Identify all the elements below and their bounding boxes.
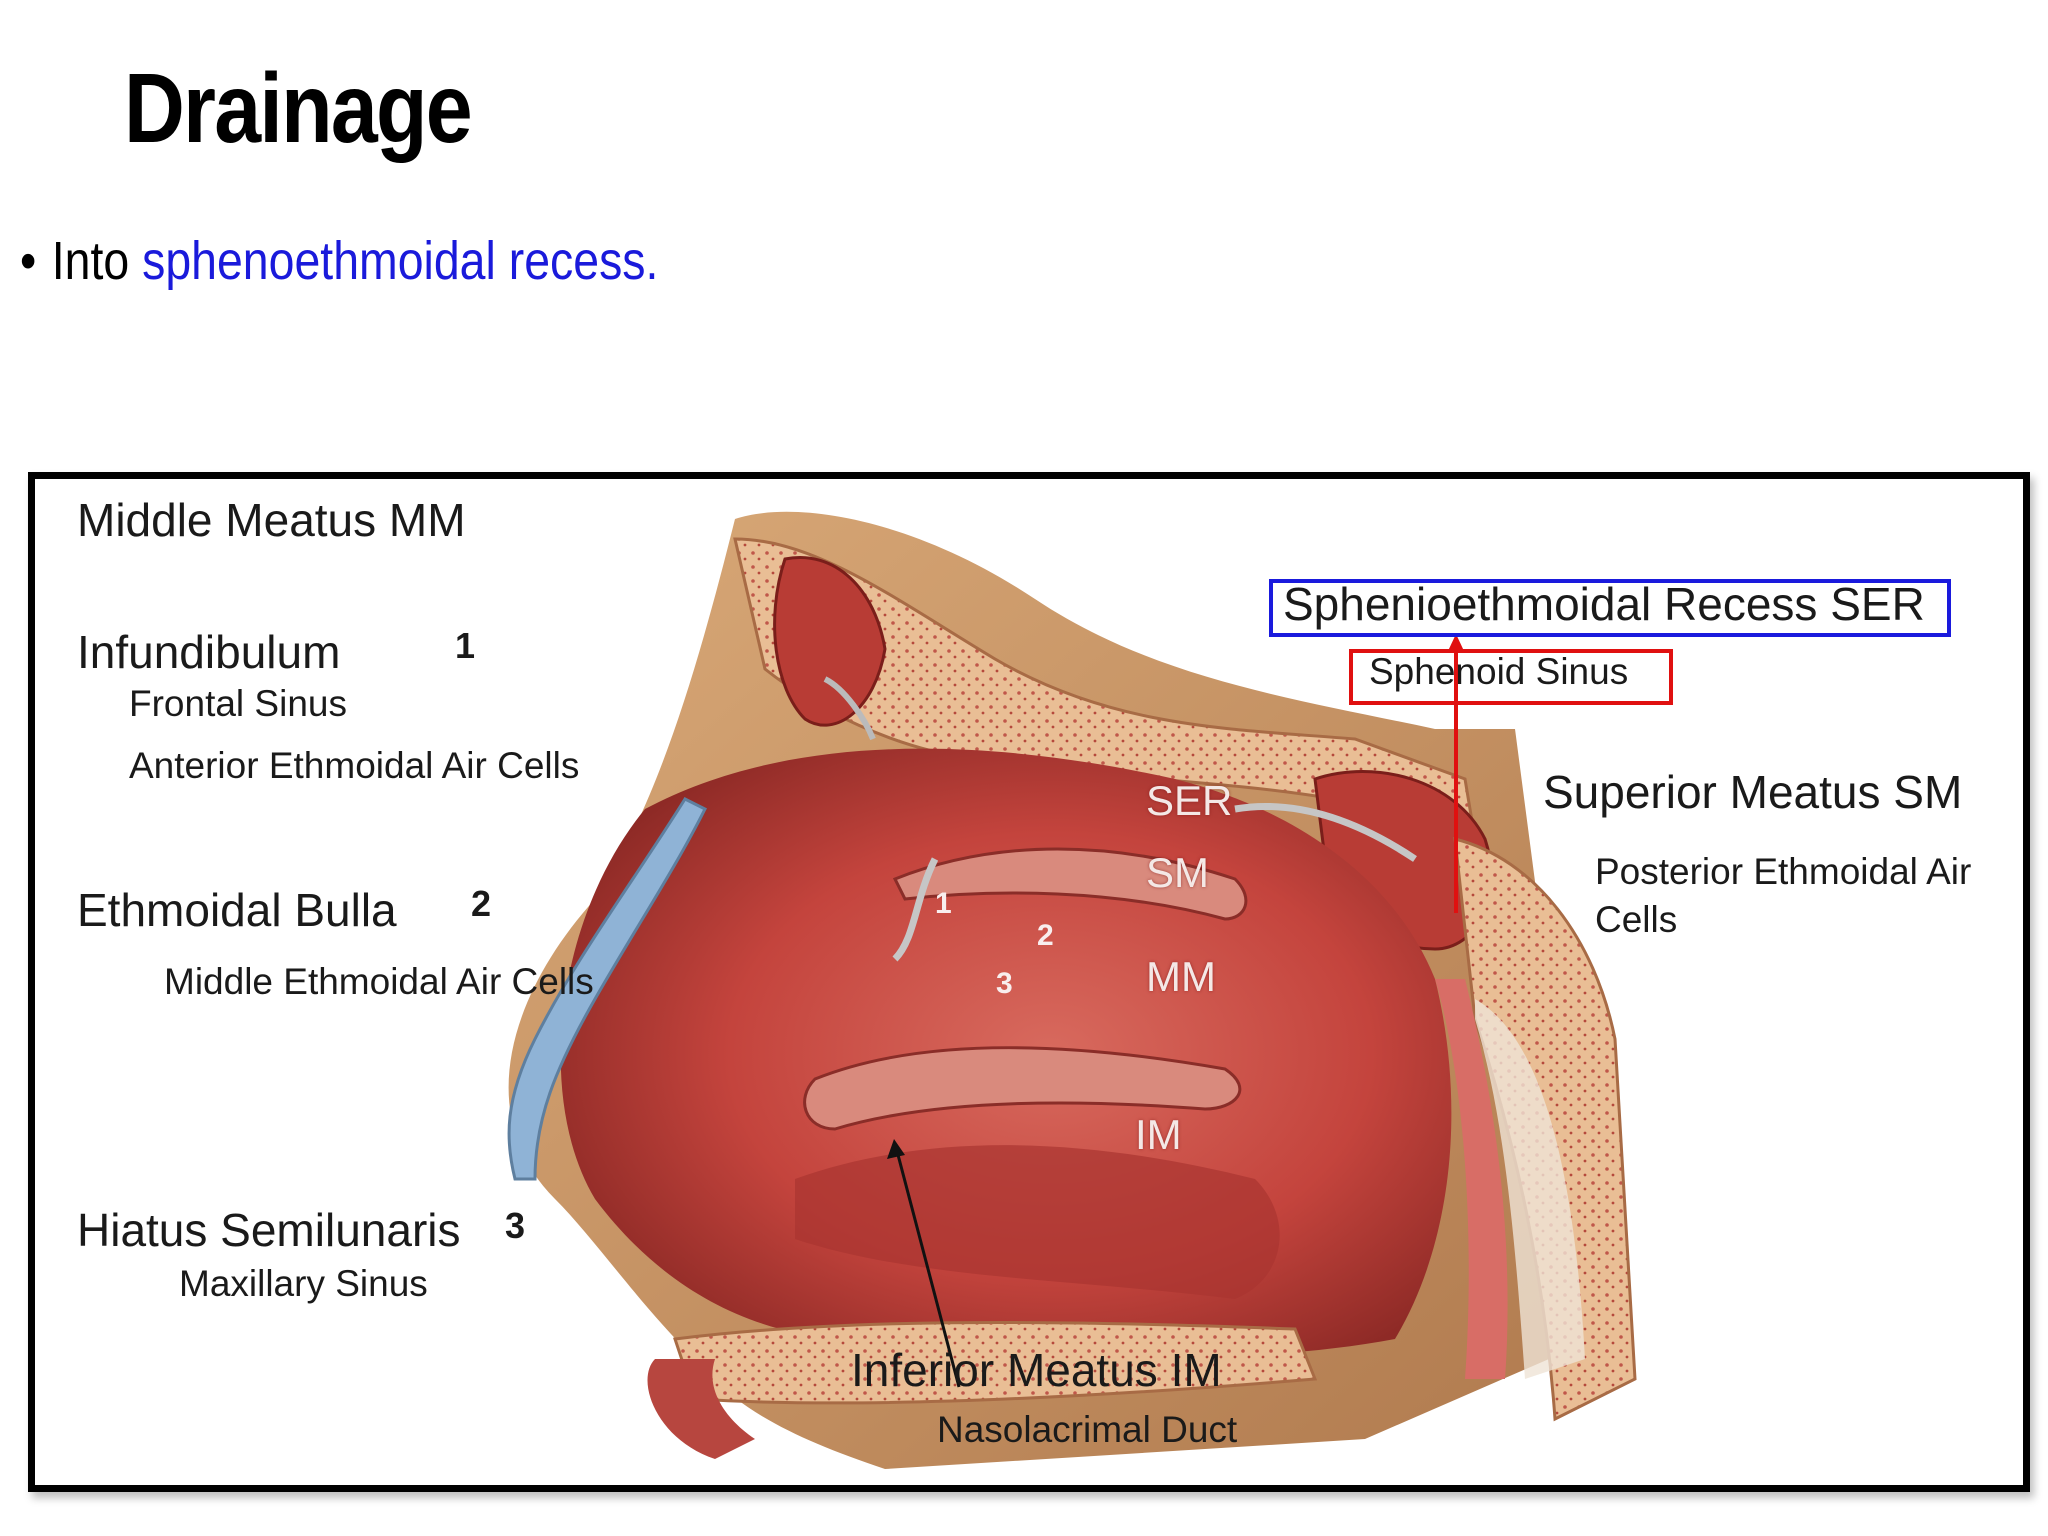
probe-ser — [1234, 803, 1417, 862]
label-posterior-ethmoidal-1: Posterior Ethmoidal Air — [1595, 851, 1972, 892]
middle-turbinate — [803, 1046, 1242, 1131]
nasal-cavity-illustration — [507, 511, 1637, 1470]
label-infundibulum: Infundibulum — [77, 626, 341, 678]
inner-label-sm: SM — [1146, 849, 1209, 896]
label-inferior-meatus: Inferior Meatus IM — [851, 1344, 1222, 1396]
inner-label-ser: SER — [1146, 777, 1233, 824]
label-ethmoidal-bulla: Ethmoidal Bulla — [77, 884, 397, 936]
label-frontal-sinus: Frontal Sinus — [129, 683, 347, 724]
inner-label-2: 2 — [1037, 919, 1054, 952]
superior-turbinate — [892, 847, 1248, 921]
label-sphenoid-sinus: Sphenoid Sinus — [1369, 651, 1629, 692]
label-sphenoethmoidal-recess: Sphenioethmoidal Recess SER — [1283, 578, 1925, 630]
label-posterior-ethmoidal-2: Cells — [1595, 899, 1678, 940]
label-middle-ethmoidal: Middle Ethmoidal Air Cells — [164, 961, 594, 1002]
label-ethmoidal-bulla-number: 2 — [471, 883, 492, 924]
label-infundibulum-number: 1 — [455, 625, 476, 666]
bullet-prefix: Into — [51, 231, 143, 291]
bullet-item: •Into sphenoethmoidal recess. — [20, 230, 658, 292]
probe-1 — [892, 857, 939, 962]
label-nasolacrimal-duct: Nasolacrimal Duct — [937, 1409, 1238, 1450]
pharynx — [1475, 999, 1585, 1379]
label-maxillary-sinus: Maxillary Sinus — [179, 1263, 428, 1304]
cranial-base — [733, 537, 1477, 842]
label-superior-meatus: Superior Meatus SM — [1543, 766, 1963, 818]
inferior-meatus-arrow — [895, 1150, 961, 1388]
label-hiatus-number: 3 — [505, 1205, 526, 1246]
nasal-cartilage — [507, 797, 708, 1181]
upper-lip — [647, 1359, 755, 1459]
bullet-link[interactable]: sphenoethmoidal recess. — [142, 231, 659, 291]
inferior-turbinate — [795, 1145, 1280, 1299]
inner-label-3: 3 — [996, 967, 1013, 1000]
inner-label-im: IM — [1135, 1111, 1182, 1158]
inner-label-mm: MM — [1146, 953, 1216, 1000]
label-anterior-ethmoidal: Anterior Ethmoidal Air Cells — [129, 745, 580, 786]
posterior-wall-tissue — [1435, 979, 1508, 1379]
anatomy-figure: Middle Meatus MM Infundibulum 1 Frontal … — [28, 472, 2030, 1492]
label-middle-meatus: Middle Meatus MM — [77, 494, 466, 546]
hard-palate — [672, 1320, 1318, 1405]
inner-label-1: 1 — [935, 887, 952, 920]
sphenoid-highlight-box — [1349, 649, 1673, 705]
bullet-symbol: • — [20, 231, 37, 291]
frontal-sinus — [773, 556, 887, 727]
ser-highlight-box — [1269, 579, 1951, 637]
label-hiatus-semilunaris: Hiatus Semilunaris — [77, 1204, 461, 1256]
slide-title: Drainage — [124, 53, 473, 163]
